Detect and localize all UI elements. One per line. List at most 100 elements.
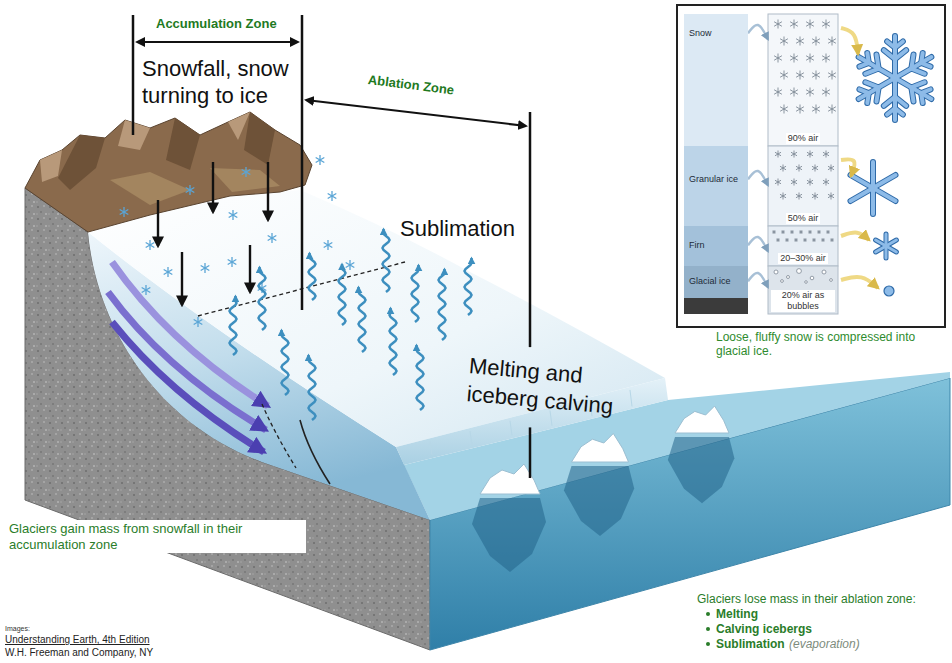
snowflake-arm — [911, 82, 924, 87]
iceberg — [572, 434, 629, 463]
crystal — [790, 90, 798, 95]
crystal — [780, 166, 786, 170]
snowflake-arm — [895, 41, 903, 47]
crystal — [796, 194, 802, 198]
crystal — [774, 56, 782, 61]
crystal — [823, 180, 829, 184]
crystal — [780, 39, 788, 44]
sublimation-arrow — [259, 267, 266, 330]
air-fraction: 20% air as bubbles — [771, 290, 835, 312]
mountain-shading — [166, 118, 200, 170]
air-fraction: 50% air — [786, 213, 821, 224]
bullet-dot — [706, 612, 710, 616]
crystal — [828, 73, 836, 78]
crystal — [812, 73, 820, 78]
crystal — [822, 90, 830, 95]
crystal — [803, 239, 806, 241]
snowflake — [324, 243, 333, 248]
crystal — [790, 90, 798, 95]
air-bubble — [822, 270, 826, 274]
crystal — [828, 166, 834, 170]
bullet-item: Calving icebergs — [716, 622, 812, 636]
air-fraction: 90% air — [786, 133, 821, 144]
snowflake-arm — [850, 188, 873, 201]
layer-band: Firn — [684, 226, 748, 266]
ice-cliff-streak — [430, 441, 432, 455]
snowflake — [201, 266, 210, 271]
crystal — [828, 194, 834, 198]
credit: Understanding Earth, 4th Edition — [5, 634, 150, 646]
crystal — [772, 231, 775, 233]
crystal — [796, 166, 802, 170]
credit: W.H. Freeman and Company, NY — [5, 647, 153, 659]
snowflake-arm — [850, 175, 873, 188]
snowflake-arm — [886, 246, 896, 252]
crystal — [780, 194, 786, 198]
flow-boundary — [262, 404, 296, 468]
sublimation-arrow — [439, 269, 446, 340]
ice-flow-arrow — [112, 262, 268, 406]
zone-boundary — [529, 427, 532, 478]
bullet-dot — [706, 627, 710, 631]
crystal — [828, 107, 836, 112]
snowflake — [120, 210, 129, 215]
crystal — [796, 39, 804, 44]
crystal — [823, 152, 829, 156]
sublimation-arrow — [339, 264, 346, 325]
crystal — [812, 166, 818, 170]
snowflake — [142, 288, 151, 293]
snowflake — [186, 188, 195, 193]
crystal — [794, 239, 797, 241]
zone-boundary — [529, 112, 532, 347]
mountain-shading — [58, 135, 105, 190]
snowflake-arm — [877, 54, 879, 68]
layer-name: Firn — [689, 240, 744, 251]
bullet-dot — [706, 642, 710, 646]
crystal — [796, 107, 804, 112]
sublimation-arrow — [282, 330, 289, 395]
crystal — [780, 39, 788, 44]
mountain-shading — [244, 112, 275, 165]
crystal — [796, 73, 804, 78]
crystal — [812, 107, 820, 112]
snowflake-arm — [877, 54, 879, 68]
mountain-shading — [228, 112, 250, 140]
crystal — [780, 166, 786, 170]
ice-cliff-streak — [630, 390, 632, 406]
snowflake-arm — [911, 87, 913, 101]
crystal — [817, 231, 820, 233]
snowflake-arm — [850, 188, 873, 201]
flow-boundary — [300, 420, 330, 484]
ice-flow-arrow — [112, 322, 264, 452]
crystal — [774, 56, 782, 61]
crystal — [790, 22, 798, 27]
crystal — [775, 152, 781, 156]
snowflake-arm — [865, 69, 878, 74]
crystal — [790, 56, 798, 61]
crystal — [828, 194, 834, 198]
snowflake-arm — [867, 53, 869, 63]
crystal — [828, 73, 836, 78]
credit: Images: — [5, 625, 30, 633]
crystal — [799, 231, 802, 233]
crystal — [822, 90, 830, 95]
sublimation-arrow — [383, 229, 390, 292]
air-content-cell: 90% air — [768, 14, 838, 146]
ice-flow-arrow — [108, 292, 266, 430]
crystal — [822, 22, 830, 27]
crystal — [774, 90, 782, 95]
snowflake-arm — [865, 82, 878, 87]
snowflake — [146, 243, 155, 248]
snowflake-arm — [911, 82, 924, 87]
snowflake-arm — [877, 87, 879, 101]
crystal — [791, 180, 797, 184]
snowflake-arm — [887, 108, 895, 114]
zone-boundary-group — [530, 112, 531, 478]
air-bubble — [781, 280, 784, 283]
sublimation-arrow — [309, 253, 316, 300]
crystal — [772, 231, 775, 233]
snowflake-arm — [876, 240, 886, 246]
layer-name: Granular ice — [689, 174, 744, 185]
transformation-arrow — [841, 233, 869, 240]
